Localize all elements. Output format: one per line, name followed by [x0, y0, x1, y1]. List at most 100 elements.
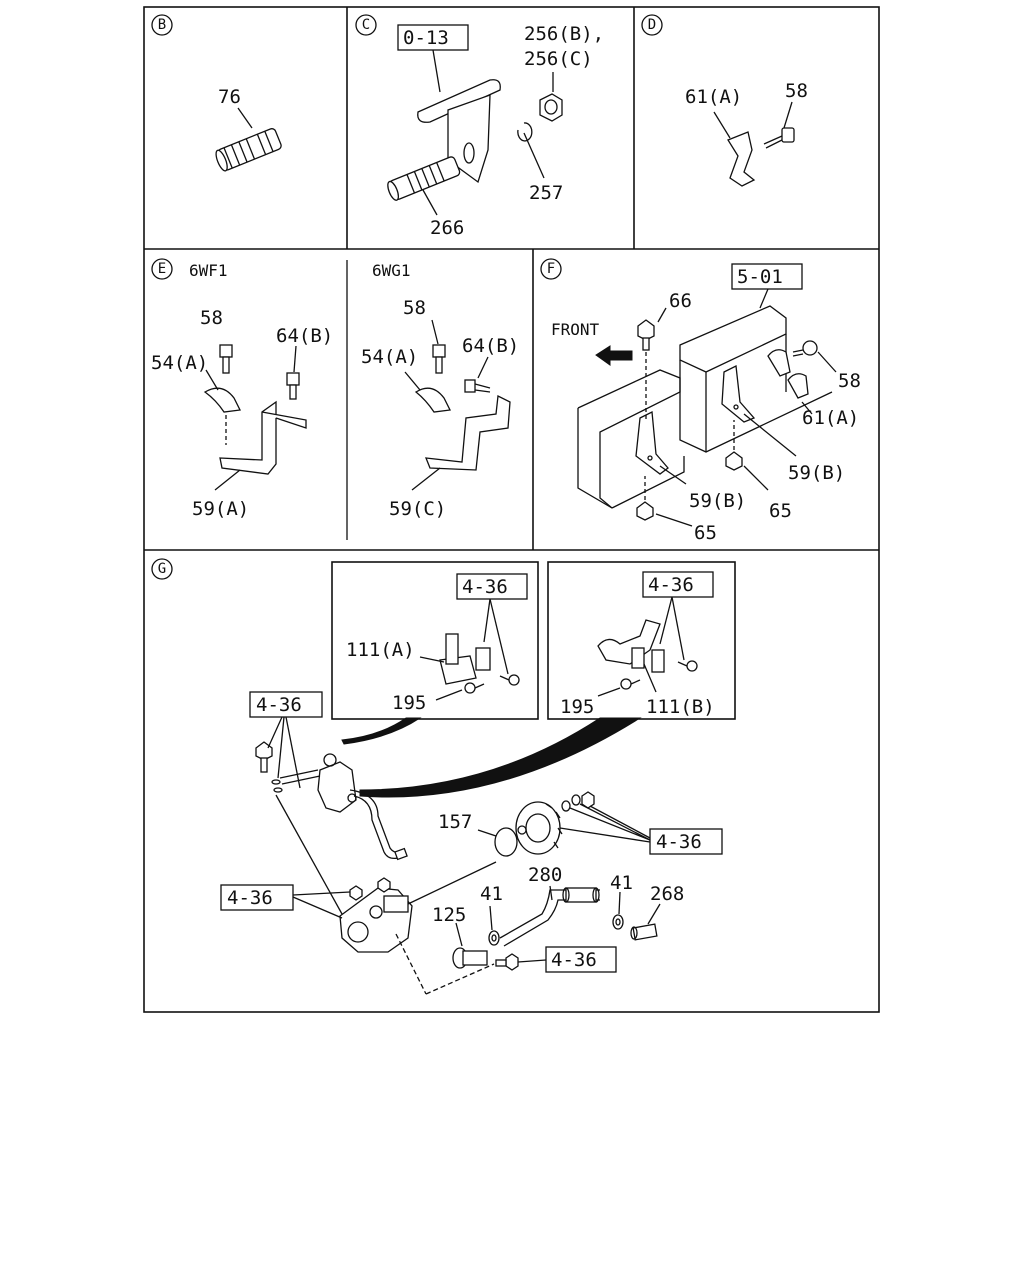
drive-gear — [515, 801, 563, 855]
bolt-lower — [495, 953, 519, 971]
panel-letter-d: D — [641, 14, 663, 36]
label-256-c: 256(C) — [524, 48, 593, 70]
bolt-66 — [637, 319, 655, 351]
label-41-right: 41 — [610, 872, 633, 894]
bolt-58-right — [432, 344, 446, 374]
label-54a-e-right: 54(A) — [361, 346, 418, 368]
hose-fitting-76 — [215, 107, 282, 172]
svg-text:4-36: 4-36 — [227, 887, 273, 909]
svg-text:E: E — [158, 261, 166, 277]
bracket-59a — [219, 400, 307, 475]
panel-g: G 4-36 — [151, 558, 736, 995]
pipe-flange-125 — [452, 947, 488, 969]
label-54a-e-left: 54(A) — [151, 352, 208, 374]
ref-box-4-36-lower: 4-36 — [545, 946, 617, 973]
hose-268 — [630, 923, 658, 941]
label-280: 280 — [528, 864, 562, 886]
hose-280 — [499, 887, 600, 947]
bolt-64b-right — [464, 379, 491, 393]
bolt-inset-left-4-36 — [499, 674, 520, 686]
clip-61a — [727, 131, 756, 187]
front-label: FRONT — [551, 320, 600, 339]
label-61a-f: 61(A) — [802, 407, 859, 429]
label-58-f: 58 — [838, 370, 861, 392]
clip-41-left — [488, 930, 500, 946]
diagram-frame — [143, 6, 880, 1013]
panel-letter-c: C — [355, 14, 377, 36]
pump-bracket-upper — [317, 753, 357, 813]
label-65-rear: 65 — [769, 500, 792, 522]
washers-gear — [561, 791, 595, 812]
label-257: 257 — [529, 182, 563, 204]
label-61a: 61(A) — [685, 86, 742, 108]
panel-c: C 0-13 — [355, 14, 604, 239]
ref-box-4-36-upper-left: 4-36 — [249, 691, 323, 718]
panel-d: D 61(A) 58 — [641, 14, 808, 187]
label-157: 157 — [438, 811, 472, 833]
label-125: 125 — [432, 904, 466, 926]
bracket-111a — [439, 633, 491, 685]
label-59b-rear: 59(B) — [788, 462, 845, 484]
bolt-195-inset-left — [464, 682, 485, 694]
label-256-b: 256(B), — [524, 23, 604, 45]
bolt-58 — [763, 127, 795, 149]
bracket-59b-rear — [721, 365, 756, 423]
label-41-left: 41 — [480, 883, 503, 905]
bolt-195-inset-right — [620, 678, 641, 690]
oil-pump-body — [339, 877, 413, 953]
mounting-bracket — [417, 79, 501, 184]
bracket-59b-front — [635, 410, 669, 475]
svg-text:4-36: 4-36 — [462, 576, 508, 598]
engine-outline — [341, 717, 642, 798]
label-59a: 59(A) — [192, 498, 249, 520]
bolt-58-f — [792, 340, 818, 357]
svg-text:4-36: 4-36 — [551, 949, 597, 971]
front-arrow — [595, 345, 633, 366]
bolt-inset-right-4-36 — [677, 660, 698, 672]
oil-pipe — [279, 769, 408, 861]
label-268: 268 — [650, 883, 684, 905]
svg-text:D: D — [648, 17, 656, 33]
ref-box-4-36-gear: 4-36 — [649, 828, 723, 855]
inset-left: 4-36 111(A) 195 — [331, 561, 539, 720]
nut-256 — [539, 93, 563, 122]
label-58-e-left: 58 — [200, 307, 223, 329]
panel-f: F 5-01 FRONT — [540, 258, 861, 544]
bracket-59c — [424, 395, 511, 471]
panel-letter-e: E — [151, 258, 173, 280]
svg-text:F: F — [547, 261, 555, 277]
label-266: 266 — [430, 217, 464, 239]
ref-box-0-13: 0-13 — [397, 24, 469, 51]
ref-box-5-01: 5-01 — [731, 263, 803, 290]
svg-text:4-36: 4-36 — [648, 574, 694, 596]
svg-text:C: C — [362, 17, 370, 33]
circlip-257 — [517, 122, 533, 142]
svg-text:B: B — [158, 17, 166, 33]
label-76: 76 — [218, 86, 241, 108]
variant-6wg1: 6WG1 — [372, 261, 411, 280]
label-111b: 111(B) — [646, 696, 715, 718]
panel-letter-g: G — [151, 558, 173, 580]
bracket-111b — [597, 619, 665, 673]
label-64b-e-right: 64(B) — [462, 335, 519, 357]
panel-letter-f: F — [540, 258, 562, 280]
label-195-inset-left: 195 — [392, 692, 426, 714]
svg-text:G: G — [158, 561, 166, 577]
clamp-54a-left — [203, 387, 241, 413]
label-66: 66 — [669, 290, 692, 312]
label-65-front: 65 — [694, 522, 717, 544]
clip-41-right — [612, 914, 624, 930]
ref-box-4-36-inset-right: 4-36 — [642, 571, 714, 598]
ref-box-4-36-inset-left: 4-36 — [456, 573, 528, 600]
clip-61a-f — [767, 349, 809, 399]
o-ring-157 — [494, 827, 518, 857]
hose-fitting-266 — [387, 156, 461, 201]
svg-text:0-13: 0-13 — [403, 27, 449, 49]
bolt-64b-left — [286, 372, 300, 400]
label-111a: 111(A) — [346, 639, 415, 661]
label-58: 58 — [785, 80, 808, 102]
panel-b: B 76 — [151, 14, 282, 172]
svg-text:4-36: 4-36 — [656, 831, 702, 853]
panel-letter-b: B — [151, 14, 173, 36]
